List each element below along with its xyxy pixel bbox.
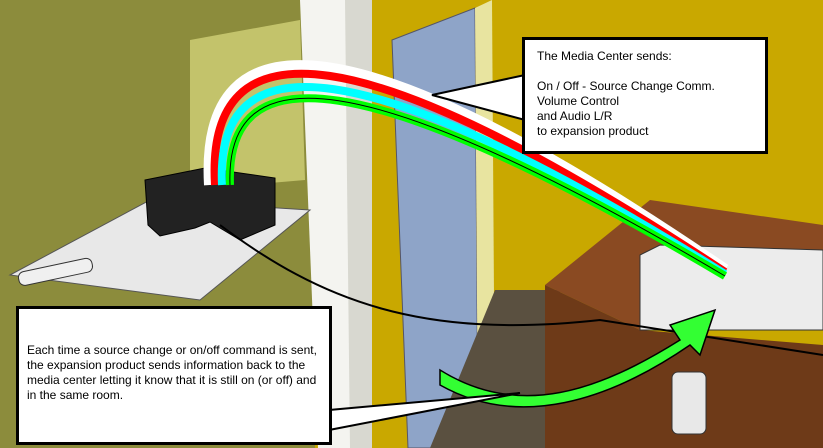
table-front	[545, 285, 823, 448]
return-line	[219, 224, 823, 356]
remote-right	[671, 371, 707, 435]
cables	[203, 60, 729, 280]
callout-title: The Media Center sends:	[537, 49, 672, 63]
door-frame-shadow	[345, 0, 372, 448]
floor-carpet	[430, 290, 560, 448]
expansion-device	[144, 167, 276, 241]
remote-left	[17, 257, 94, 286]
media-center	[639, 244, 823, 331]
callout-line: Volume Control	[537, 94, 620, 108]
callout-expansion-feedback: Each time a source change or on/off comm…	[16, 306, 332, 445]
callout-line: and Audio L/R	[537, 109, 613, 123]
callout-media-center-sends: The Media Center sends: On / Off - Sourc…	[522, 37, 768, 154]
callout-line: On / Off - Source Change Comm.	[537, 79, 715, 93]
spacer	[537, 64, 753, 79]
callout-text: Each time a source change or on/off comm…	[27, 343, 317, 402]
callout-line: to expansion product	[537, 124, 649, 138]
